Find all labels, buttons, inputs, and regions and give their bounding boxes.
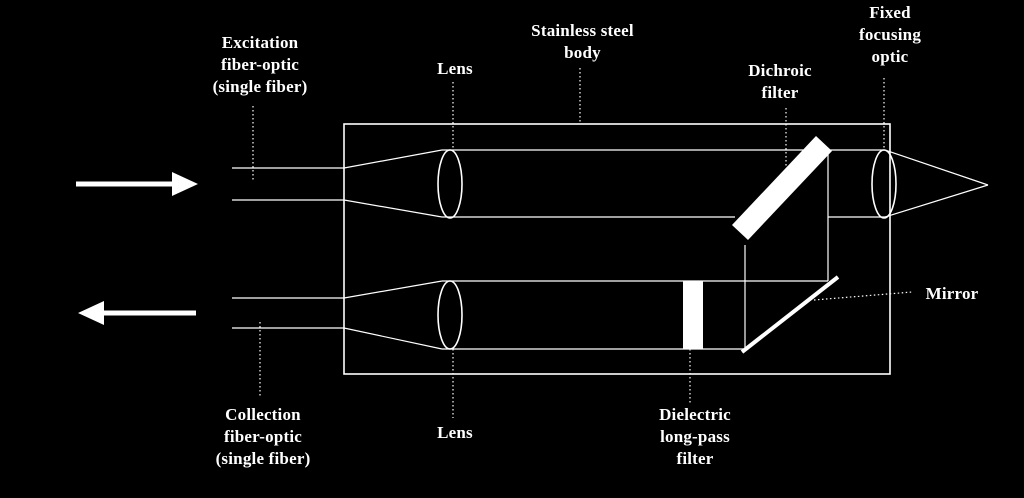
dichroic-filter-element	[732, 136, 832, 240]
focusing-lens	[871, 149, 897, 219]
dielectric-filter-label: Dielectric long-pass filter	[659, 405, 731, 468]
collection-fiber-lines	[232, 297, 344, 329]
steel-body-housing	[343, 123, 891, 375]
collection-fiber-label: Collection fiber-optic (single fiber)	[215, 405, 311, 468]
lens-bottom-label: Lens	[437, 423, 473, 442]
dielectric-filter-element	[683, 281, 703, 349]
dichroic-filter-label: Dichroic filter	[748, 61, 812, 102]
lens-top-label: Lens	[437, 59, 473, 78]
arrow-left-icon	[78, 301, 196, 325]
lens-top	[437, 149, 463, 219]
lens-bottom	[437, 280, 463, 350]
arrow-right-icon	[76, 172, 198, 196]
mirror-element	[740, 275, 840, 354]
steel-body-label: Stainless steel body	[531, 21, 634, 62]
mirror-label: Mirror	[925, 284, 979, 303]
leader-lines	[252, 68, 913, 418]
collection-beam	[343, 150, 829, 350]
excitation-beam	[343, 149, 989, 218]
focusing-optic-label: Fixed focusing optic	[858, 3, 922, 66]
excitation-fiber-label: Excitation fiber-optic (single fiber)	[212, 33, 308, 96]
excitation-fiber-lines	[232, 167, 344, 201]
